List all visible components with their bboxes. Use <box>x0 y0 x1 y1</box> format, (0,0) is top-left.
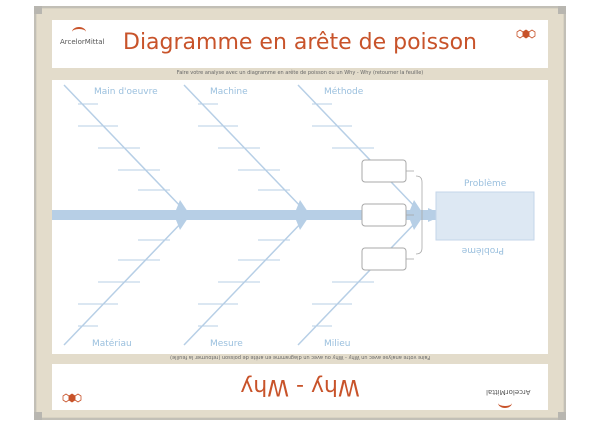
header-logo-text: ArcelorMittal <box>60 38 105 46</box>
footer-title: Why - Why <box>240 374 360 399</box>
problem-label: Problème <box>464 178 507 189</box>
cause-box-top <box>361 159 407 183</box>
footer-subtitle: Faire votre analyse avec un Why - Why ou… <box>170 354 430 360</box>
footer-logo-text: ArcelorMittal <box>486 388 531 396</box>
category-label-top-1: Main d'oeuvre <box>94 87 158 97</box>
category-label-top-3: Méthode <box>324 86 364 97</box>
header-panel <box>52 20 548 68</box>
top-sub-bones <box>78 103 374 191</box>
bone-arrowheads <box>176 200 422 230</box>
frame-corner-bottom-left <box>34 412 42 420</box>
fishbone-diagram: Main d'oeuvre Machine Méthode Matériau M… <box>52 84 535 349</box>
category-label-bottom-3: Milieu <box>324 339 351 349</box>
cause-box-middle <box>361 203 407 227</box>
cause-box-bottom <box>361 247 407 271</box>
problem-label-flipped: Problème <box>461 245 504 256</box>
problem-box <box>435 191 535 241</box>
arcelormittal-logo-icon <box>72 27 86 37</box>
category-label-bottom-1: Matériau <box>92 338 132 349</box>
cause-boxes <box>361 159 407 271</box>
bottom-sub-bones <box>78 239 374 327</box>
category-label-bottom-2: Mesure <box>210 339 243 349</box>
frame-corner-top-right <box>558 6 566 14</box>
frame-corner-bottom-right <box>558 412 566 420</box>
frame-corner-top-left <box>34 6 42 14</box>
footer-arcelormittal-logo-icon <box>498 398 512 408</box>
footer-hexagon-logo-icon <box>62 393 82 403</box>
hexagon-logo-icon <box>516 29 536 39</box>
footer-panel <box>52 364 548 410</box>
fishbone-spine <box>52 210 438 220</box>
whiteboard-inner-border <box>36 8 564 418</box>
box-connectors <box>406 170 423 260</box>
header-subtitle: Faire votre analyse avec un diagramme en… <box>176 70 424 76</box>
page-title: Diagramme en arête de poisson <box>123 30 477 55</box>
category-label-top-2: Machine <box>210 87 248 97</box>
